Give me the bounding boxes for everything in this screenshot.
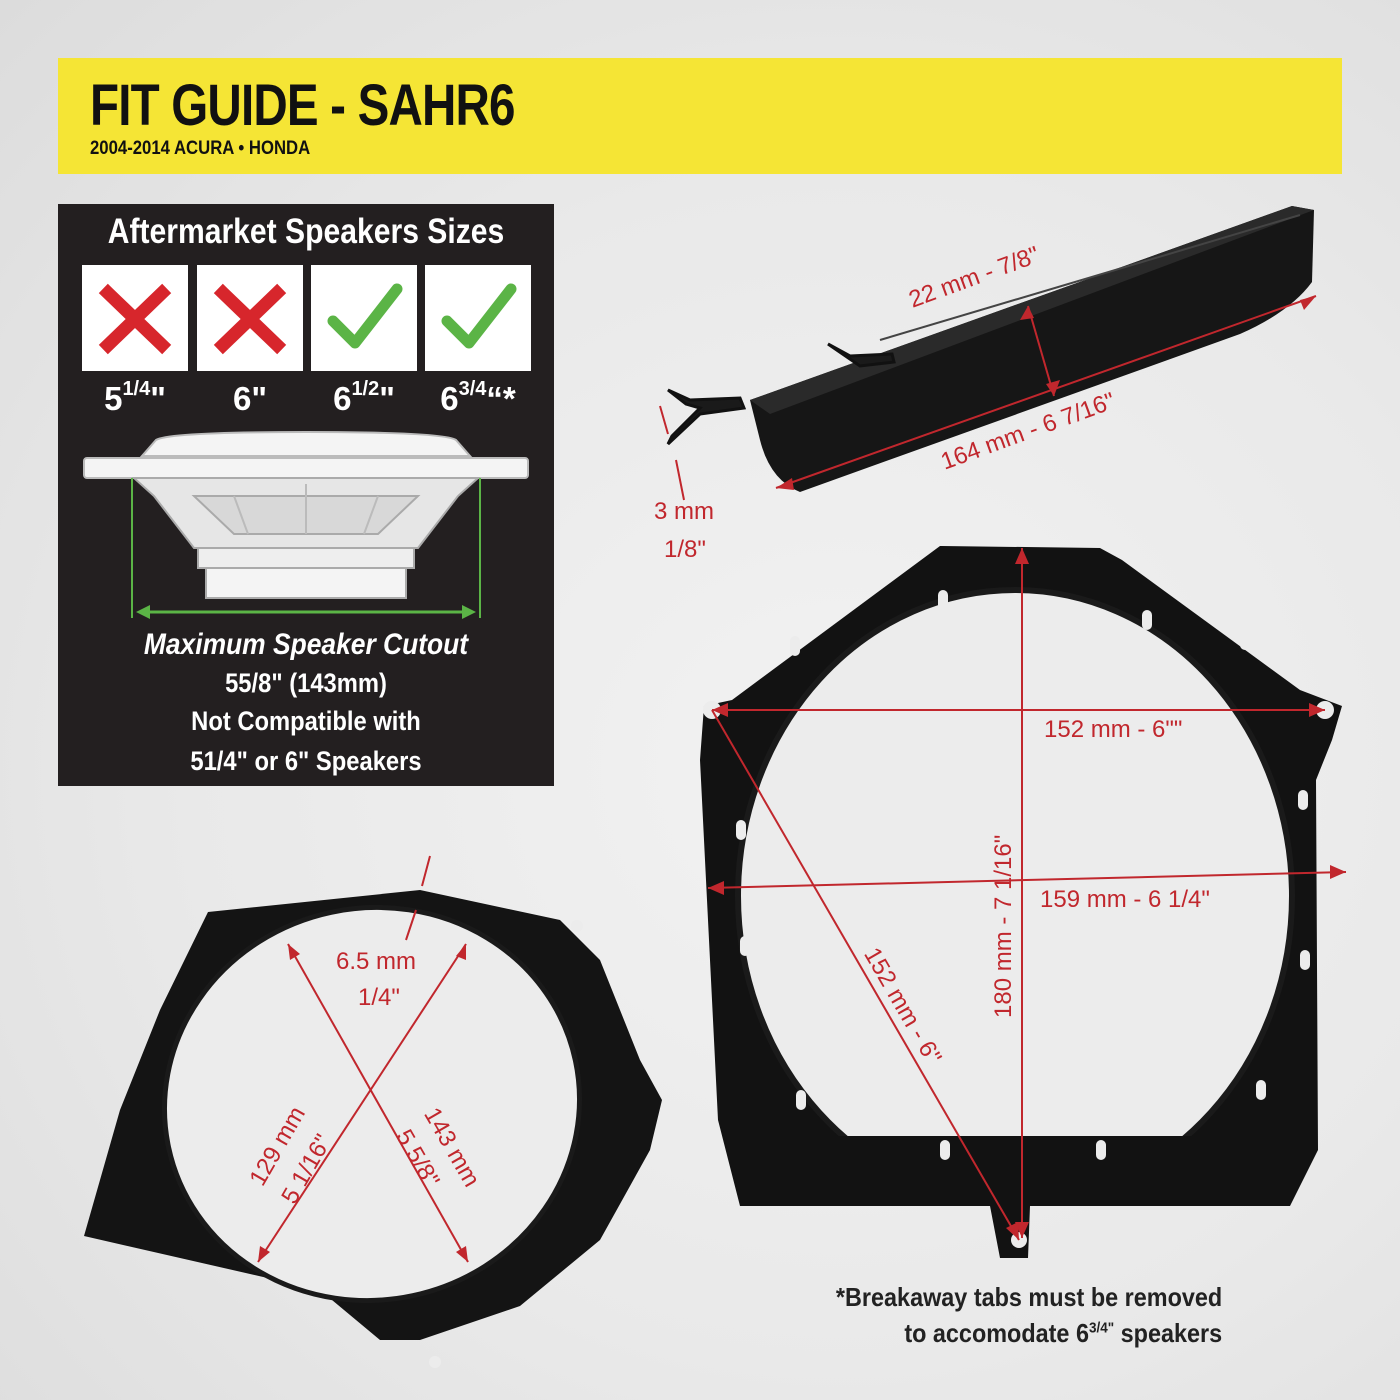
- cutout-title: Maximum Speaker Cutout: [143, 628, 469, 661]
- speaker-size-panel: Aftermarket Speakers Sizes 51/4" 6" 61/2…: [58, 204, 554, 786]
- size-label: 63/4“*: [440, 378, 516, 417]
- size-label: 6": [232, 380, 267, 417]
- ring-thickness-in-label: 1/4": [358, 984, 400, 1011]
- size-box-6-1-2: [311, 265, 417, 371]
- ring-width-label: 159 mm - 6 1/4": [1040, 886, 1210, 913]
- incompatible-line-2: 51/4" or 6" Speakers: [190, 746, 422, 776]
- size-box-5-1-4: [82, 265, 188, 371]
- title-banner: FIT GUIDE - SAHR6 2004-2014 ACURA • HOND…: [58, 58, 1342, 174]
- incompatible-line-1: Not Compatible with: [191, 706, 421, 736]
- speaker-illustration: [83, 430, 529, 619]
- tab-span-label: 152 mm - 6"": [1044, 716, 1183, 743]
- size-box-6-3-4: [425, 265, 531, 371]
- cutout-value: 55/8" (143mm): [225, 668, 387, 698]
- size-label: 61/2": [333, 378, 395, 417]
- adapter-angled-view: [84, 890, 662, 1368]
- green-check-icon: [441, 283, 517, 349]
- size-box-6: [197, 265, 303, 371]
- breakaway-note-line-1: *Breakaway tabs must be removed: [835, 1282, 1222, 1312]
- page-title: FIT GUIDE - SAHR6: [90, 73, 516, 138]
- vehicle-subtitle: 2004-2014 ACURA • HONDA: [90, 138, 311, 159]
- red-x-icon: [213, 283, 287, 355]
- red-x-icon: [98, 283, 172, 355]
- green-check-icon: [327, 283, 403, 349]
- thickness-mm-label: 3 mm: [654, 498, 714, 525]
- panel-title: Aftermarket Speakers Sizes: [107, 212, 505, 251]
- adapter-side-view: [666, 206, 1314, 492]
- size-label: 51/4": [104, 378, 166, 417]
- breakaway-note-line-2: to accomodate 63/4" speakers: [904, 1318, 1222, 1348]
- ring-height-label: 180 mm - 7 1/16": [990, 834, 1017, 1018]
- thickness-in-label: 1/8": [664, 536, 706, 563]
- dimension-arrowheads: [258, 296, 1346, 1262]
- ring-thickness-mm-label: 6.5 mm: [336, 948, 417, 975]
- dimension-lines: [257, 295, 1347, 1263]
